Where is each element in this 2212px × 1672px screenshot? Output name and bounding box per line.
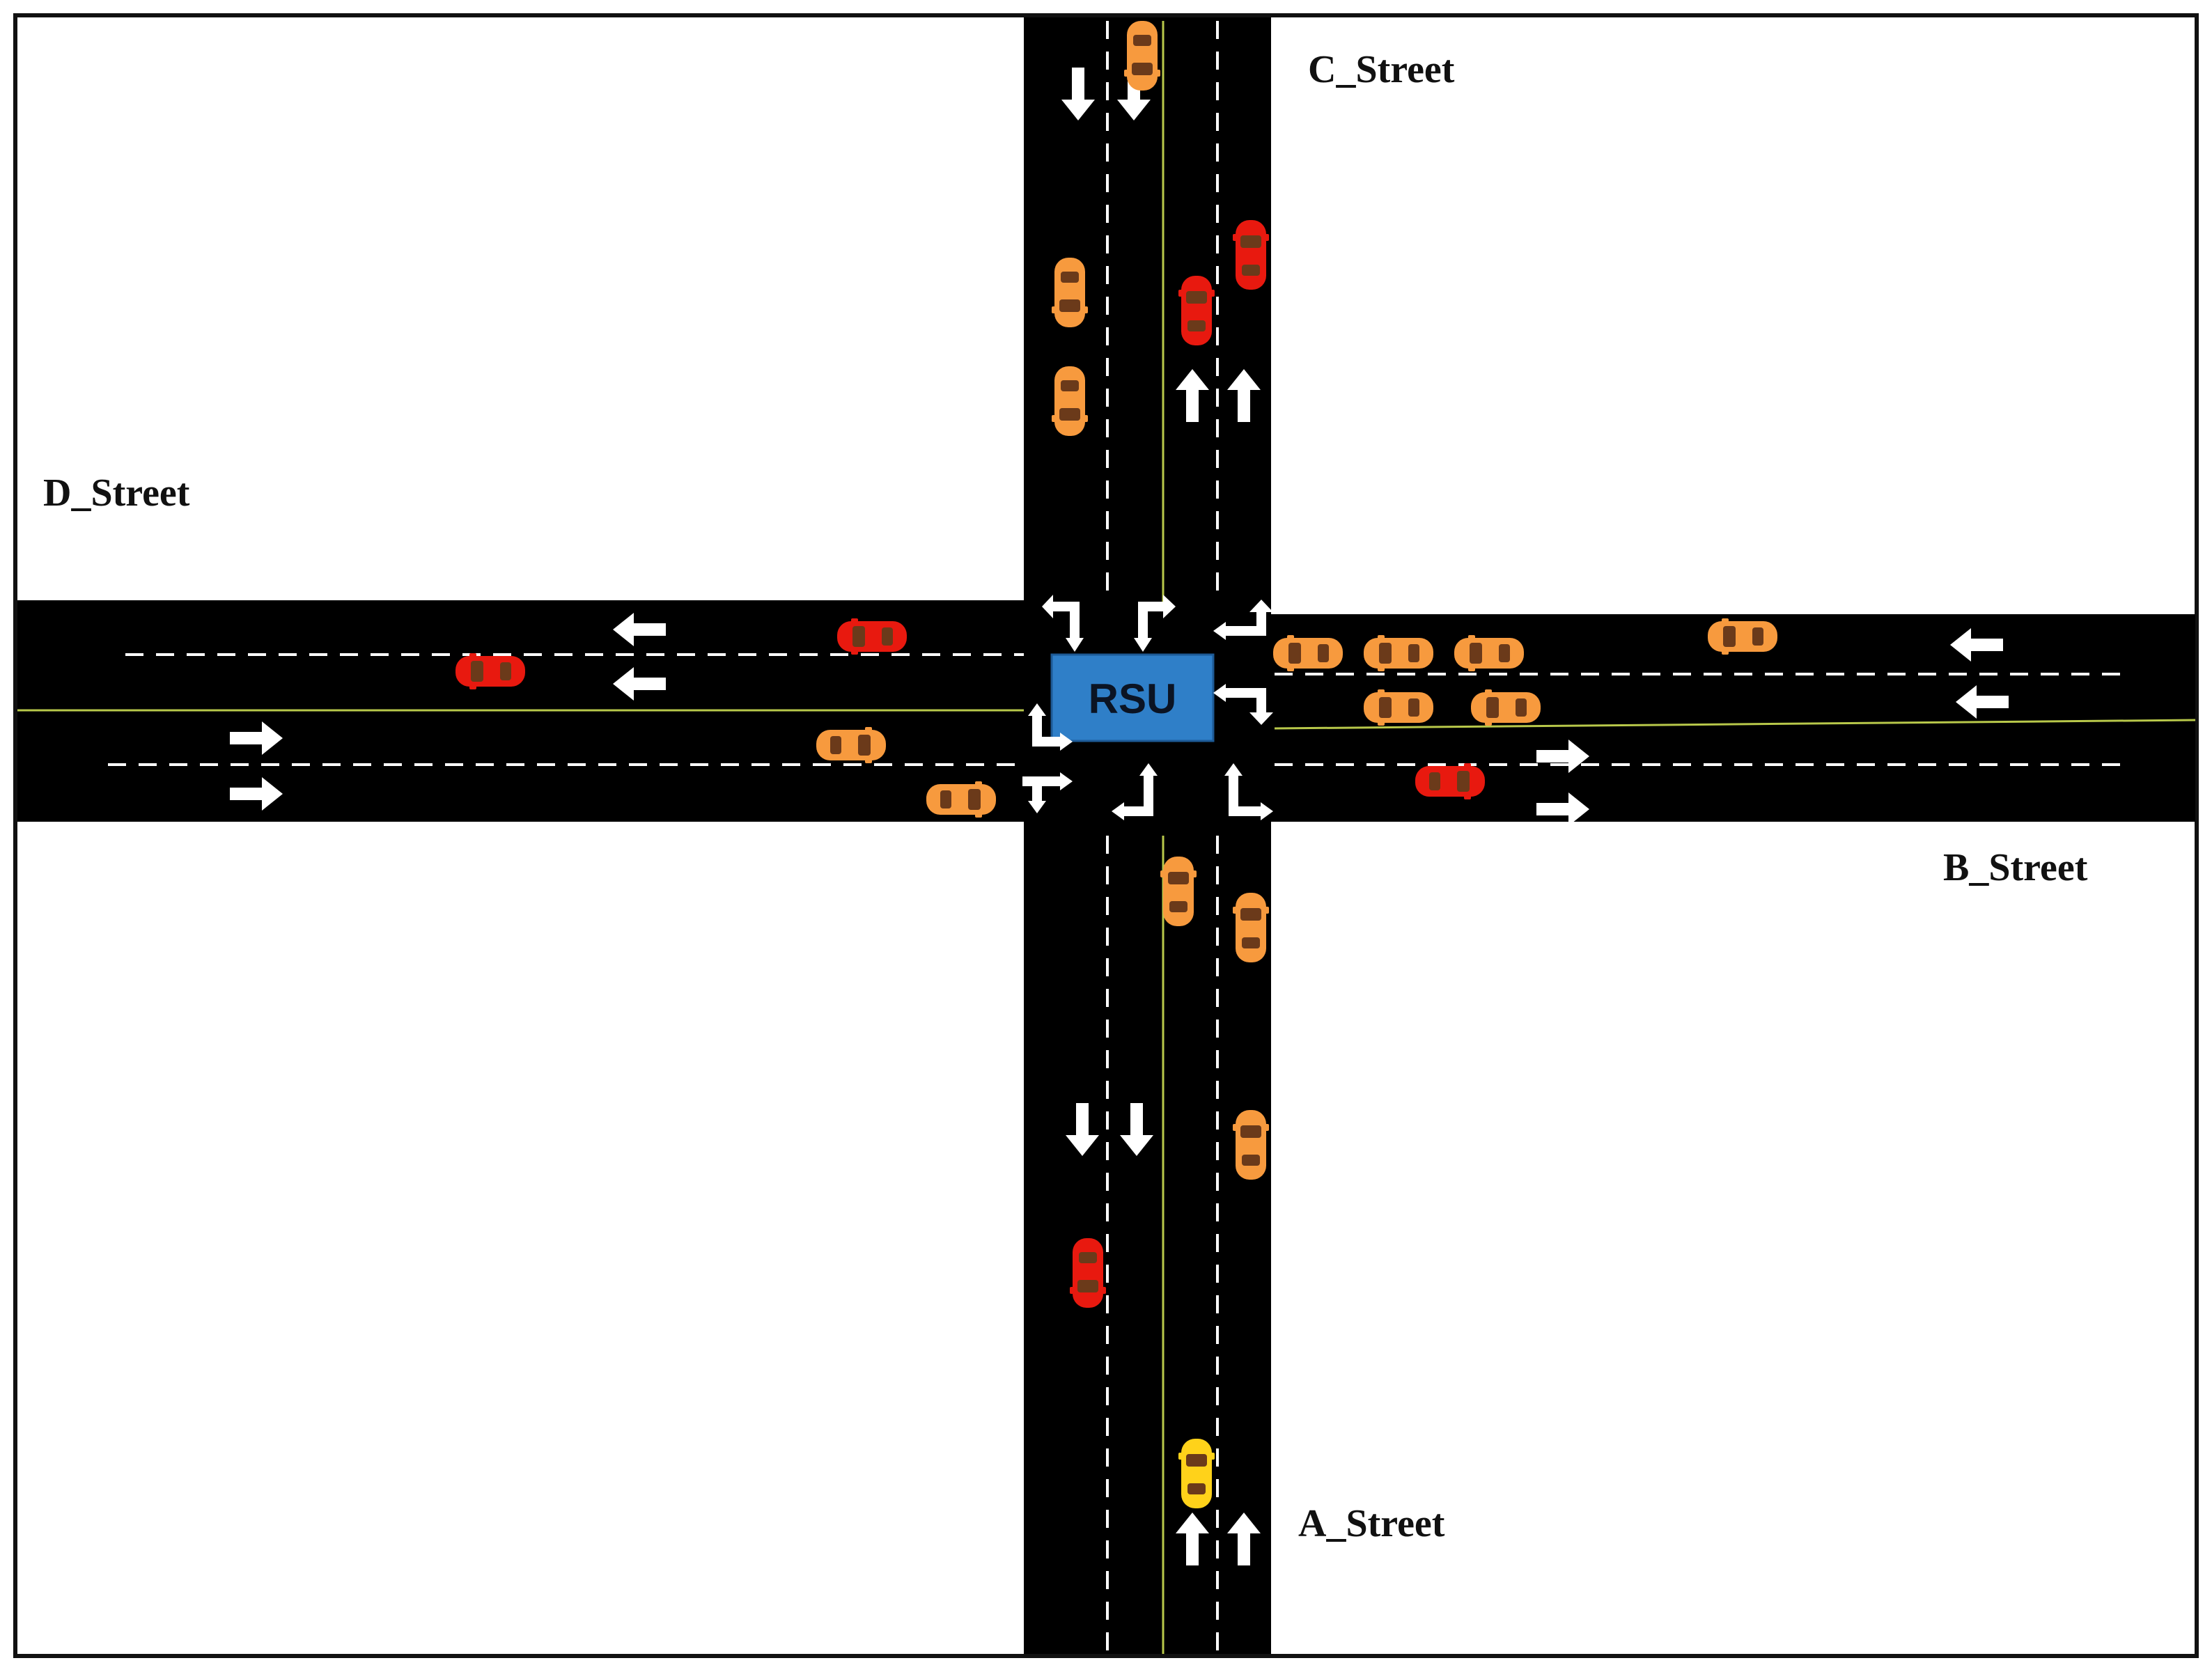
turn-up-right-icon <box>1224 763 1273 820</box>
street-label-a: A_Street <box>1298 1502 1445 1545</box>
car-orange <box>1364 689 1433 726</box>
car-orange <box>926 781 996 818</box>
car-red <box>455 653 525 689</box>
turn-up-right-icon <box>1028 703 1073 751</box>
rsu-box <box>1050 653 1215 742</box>
turn-down-right-icon <box>1134 595 1176 652</box>
car-orange <box>1471 689 1541 726</box>
car-orange <box>1708 618 1777 655</box>
west-lane-markings <box>17 653 1024 766</box>
car-red <box>1070 1238 1106 1308</box>
car-orange <box>1364 635 1433 671</box>
car-orange <box>1052 366 1088 436</box>
east-lane-markings <box>1274 673 2196 766</box>
car-red <box>1233 220 1269 290</box>
car-orange <box>1273 635 1343 671</box>
car-orange <box>816 727 886 763</box>
street-label-b: B_Street <box>1943 846 2088 889</box>
street-label-d: D_Street <box>43 471 190 515</box>
turn-right-down-icon <box>1022 772 1073 813</box>
turn-left-down-icon <box>1213 684 1273 725</box>
car-orange <box>1052 258 1088 327</box>
car-orange <box>1233 1110 1269 1180</box>
rsu-label: RSU <box>1089 675 1177 722</box>
car-red <box>1415 763 1485 799</box>
turn-up-left-icon <box>1213 600 1273 640</box>
street-label-c: C_Street <box>1308 48 1455 91</box>
car-orange <box>1454 635 1524 671</box>
north-lane-markings <box>1106 21 1219 602</box>
car-orange <box>1160 857 1197 926</box>
car-yellow <box>1178 1439 1215 1508</box>
car-red <box>1178 276 1215 345</box>
car-orange <box>1233 893 1269 962</box>
car-orange <box>1124 21 1160 91</box>
turn-left-down-icon <box>1042 595 1084 652</box>
south-lane-markings <box>1106 836 1219 1654</box>
turn-arrows <box>1022 595 1273 820</box>
car-red <box>837 618 907 655</box>
turn-left-up-icon <box>1112 763 1158 820</box>
